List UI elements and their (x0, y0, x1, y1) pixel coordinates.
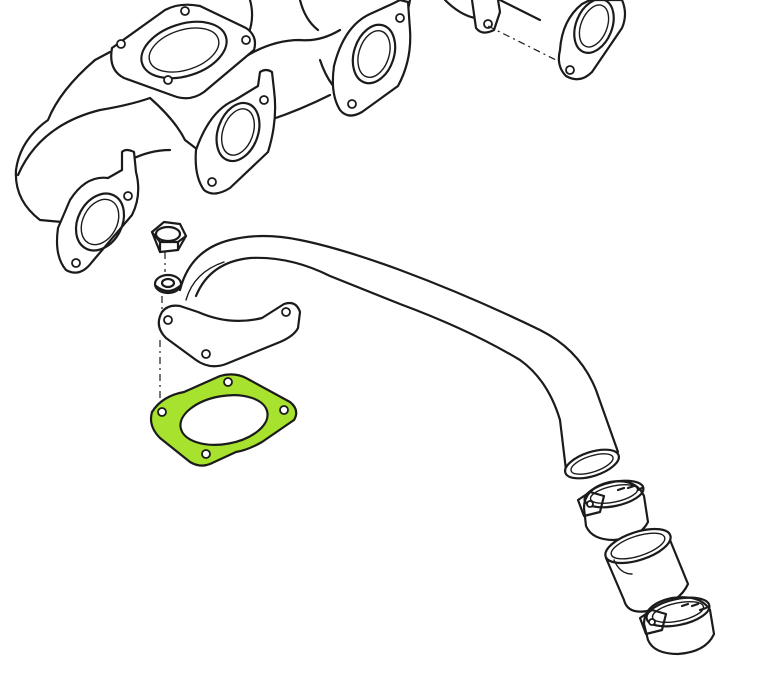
hose-clamp-upper (576, 479, 650, 542)
exhaust-downpipe (157, 234, 620, 480)
connector-sleeve (604, 527, 690, 613)
flange-gasket[interactable] (149, 373, 298, 467)
lock-washer (153, 273, 183, 295)
exhaust-manifold (14, 0, 627, 274)
flange-nut (150, 220, 188, 254)
hose-clamp-lower (638, 596, 716, 656)
